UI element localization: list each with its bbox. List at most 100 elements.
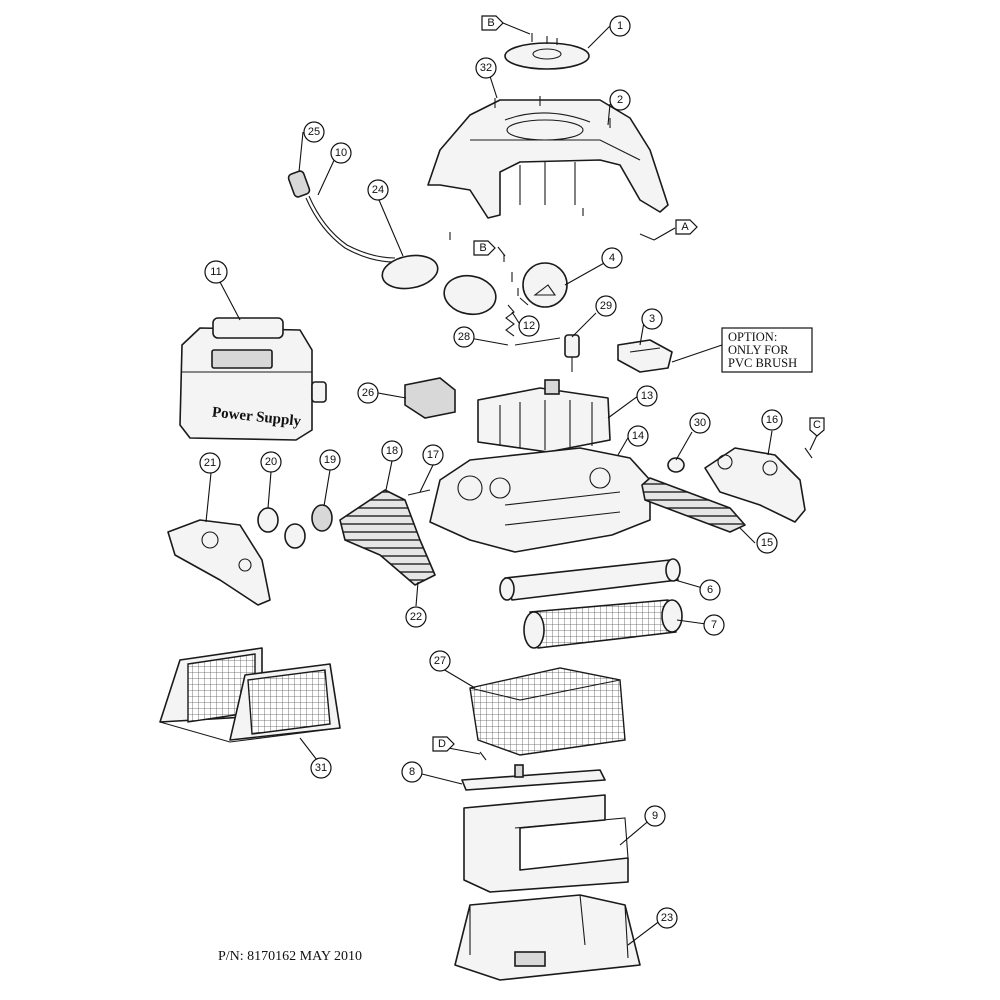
callout-8-label: 8	[409, 766, 415, 778]
callout-20: 20	[260, 451, 282, 473]
option-note-line-3: PVC BRUSH	[728, 356, 797, 370]
part-3-bracket	[617, 339, 673, 373]
callout-2-label: 2	[617, 94, 623, 106]
callout-1-label: 1	[617, 20, 623, 32]
part-16-right-side-cover	[704, 447, 806, 523]
callout-3-label: 3	[649, 313, 655, 325]
callout-15-label: 15	[761, 537, 773, 549]
callout-23-label: 23	[661, 912, 673, 924]
callout-28: 28	[453, 326, 475, 348]
callout-2: 2	[609, 89, 631, 111]
callout-26-label: 26	[362, 387, 374, 399]
screw-c	[804, 447, 813, 459]
callout-b-mid: B	[473, 240, 496, 256]
part-11-power-supply: Power Supply	[179, 317, 327, 441]
callout-12: 12	[518, 315, 540, 337]
callout-11-label: 11	[210, 266, 221, 278]
callout-13-label: 13	[641, 390, 653, 402]
callout-b-top: B	[481, 15, 531, 35]
part-24-gasket	[381, 254, 497, 316]
callout-d: D	[432, 736, 455, 752]
callout-30-label: 30	[694, 417, 706, 429]
callout-21: 21	[199, 452, 221, 474]
callout-a-label: A	[681, 221, 689, 233]
callout-17-label: 17	[427, 449, 439, 461]
part-10-cable	[287, 170, 396, 263]
part-26-connector	[404, 377, 456, 419]
callout-9-label: 9	[652, 810, 658, 822]
callout-14: 14	[627, 425, 649, 447]
callout-4-label: 4	[609, 252, 615, 264]
option-note-line-2: ONLY FOR	[728, 343, 789, 357]
part-9-caddy-frame	[463, 794, 629, 893]
callout-22-label: 22	[410, 611, 422, 623]
callout-6: 6	[699, 579, 721, 601]
part-4-impeller	[522, 262, 568, 308]
callout-11: 11	[204, 260, 228, 284]
callout-12-label: 12	[523, 320, 535, 332]
callout-b-mid-label: B	[479, 242, 486, 254]
callout-c: C	[809, 417, 825, 437]
part-1-top-plate	[504, 36, 590, 70]
callout-27: 27	[429, 650, 451, 672]
callout-16: 16	[761, 409, 783, 431]
callout-7: 7	[703, 614, 725, 636]
callout-10: 10	[330, 142, 352, 164]
callout-3: 3	[641, 308, 663, 330]
callout-29-label: 29	[600, 300, 612, 312]
callout-10-label: 10	[335, 147, 347, 159]
part-29-motor-shaft	[514, 334, 580, 372]
part-31-filters	[159, 647, 341, 743]
part-21-left-side-cover	[167, 519, 271, 606]
part-19-gear	[311, 504, 333, 532]
callout-a: A	[675, 219, 698, 235]
callout-13: 13	[636, 385, 658, 407]
callout-18: 18	[381, 440, 403, 462]
part-13-motor-unit	[477, 379, 611, 453]
part-6-roller	[499, 558, 681, 601]
part-12-spring	[505, 297, 529, 337]
callout-c-label: C	[813, 419, 821, 431]
callout-23: 23	[656, 907, 678, 929]
callout-20-label: 20	[265, 456, 277, 468]
callout-32-label: 32	[480, 62, 492, 74]
part-15-right-track	[641, 477, 746, 533]
part-30-bushing	[667, 457, 685, 473]
option-note: OPTION: ONLY FOR PVC BRUSH	[671, 327, 813, 373]
callout-26: 26	[357, 382, 379, 404]
callout-7-label: 7	[711, 619, 717, 631]
callout-25: 25	[303, 121, 325, 143]
callout-24-label: 24	[372, 184, 384, 196]
part-number-footer: P/N: 8170162 MAY 2010	[218, 949, 362, 964]
callout-6-label: 6	[707, 584, 713, 596]
part-2-body-shell	[427, 96, 669, 219]
callout-4: 4	[601, 247, 623, 269]
callout-8: 8	[401, 761, 423, 783]
callout-32: 32	[475, 57, 497, 79]
part-18-left-track	[339, 489, 436, 586]
callout-27-label: 27	[434, 655, 446, 667]
callout-22: 22	[405, 606, 427, 628]
callout-29: 29	[595, 295, 617, 317]
part-20-bearing	[257, 507, 306, 549]
callout-17: 17	[422, 444, 444, 466]
part-14-chassis	[429, 447, 651, 553]
callout-15: 15	[756, 532, 778, 554]
callout-21-label: 21	[204, 457, 216, 469]
callout-1: 1	[609, 15, 631, 37]
callout-28-label: 28	[458, 331, 470, 343]
screw-a	[639, 233, 655, 241]
callout-30: 30	[689, 412, 711, 434]
part-7-brush	[523, 599, 683, 649]
callout-9: 9	[644, 805, 666, 827]
callout-14-label: 14	[632, 430, 644, 442]
callout-25-label: 25	[308, 126, 320, 138]
part-23-caddy-base	[454, 894, 641, 981]
callout-16-label: 16	[766, 414, 778, 426]
part-8-lid-bar	[461, 764, 606, 791]
callout-b-top-label: B	[487, 17, 494, 29]
callout-19: 19	[319, 449, 341, 471]
callout-31-label: 31	[315, 762, 327, 774]
